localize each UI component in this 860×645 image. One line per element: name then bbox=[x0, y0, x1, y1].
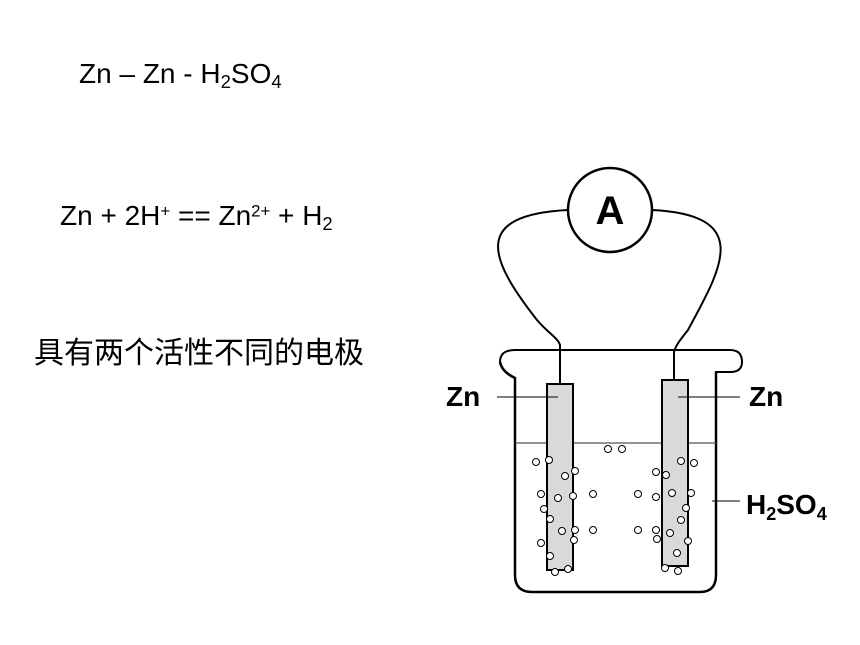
equation-mid: == Zn bbox=[170, 200, 252, 231]
acid-so: SO bbox=[230, 58, 272, 89]
condition-text: 具有两个活性不同的电极 bbox=[34, 336, 364, 371]
metal-a: Zn bbox=[79, 58, 112, 89]
right-wire bbox=[651, 209, 722, 380]
electrolyte-so: SO bbox=[776, 489, 816, 520]
hydrogen-bubbles bbox=[532, 445, 698, 576]
electrolyte-label: H2SO4 bbox=[746, 489, 827, 524]
metal-b: Zn bbox=[142, 58, 176, 89]
equation-lhs: Zn + 2H bbox=[60, 200, 161, 231]
h-ion-charge: + bbox=[160, 201, 171, 221]
acid-so-subscript: 4 bbox=[271, 71, 282, 93]
electrolyte-so-subscript: 4 bbox=[817, 504, 827, 524]
right-electrode-label: Zn bbox=[749, 381, 783, 412]
acid-h-subscript: 2 bbox=[220, 71, 231, 93]
ammeter-symbol: A bbox=[596, 189, 625, 233]
zn-ion-charge: 2+ bbox=[251, 201, 271, 221]
separator-1: – bbox=[111, 58, 143, 89]
electrolyte-h-subscript: 2 bbox=[766, 504, 776, 524]
h2-subscript: 2 bbox=[322, 213, 333, 235]
electrolyte-h: H bbox=[746, 489, 766, 520]
left-wire bbox=[497, 209, 569, 385]
reaction-title: Zn – Zn - H2SO4 bbox=[79, 58, 282, 93]
left-electrode-label: Zn bbox=[446, 381, 480, 412]
acid-h: H bbox=[200, 58, 221, 89]
beaker-body bbox=[498, 361, 718, 594]
ammeter bbox=[566, 166, 654, 254]
separator-2: - bbox=[175, 58, 201, 89]
equation-rhs: + H bbox=[270, 200, 323, 231]
beaker-rim bbox=[499, 349, 744, 373]
left-electrode bbox=[546, 383, 574, 571]
reaction-equation: Zn + 2H+ == Zn2+ + H2 bbox=[60, 200, 333, 235]
